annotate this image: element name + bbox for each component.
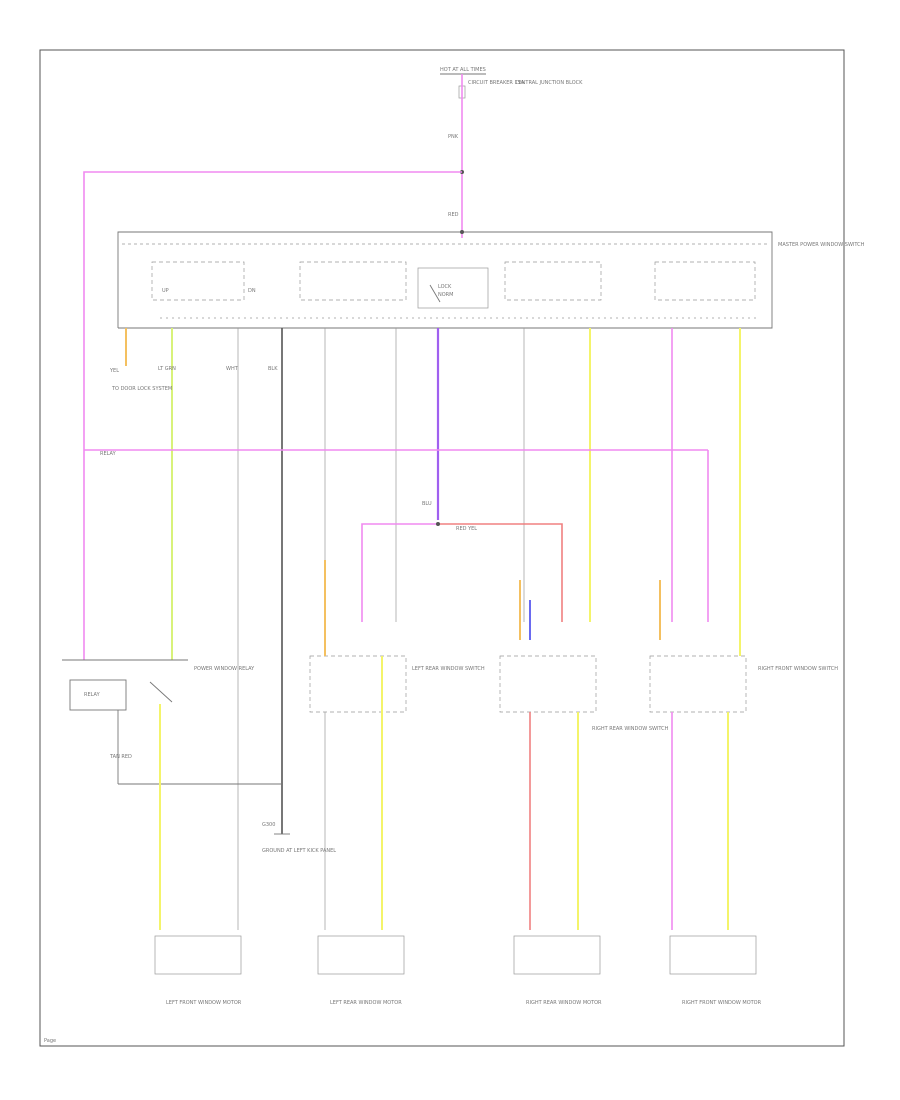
svg-text:RED YEL: RED YEL xyxy=(456,526,477,532)
svg-text:LT GRN: LT GRN xyxy=(158,366,176,372)
middle-junction: RED YEL BLU xyxy=(361,501,563,622)
svg-text:PNK: PNK xyxy=(448,134,459,140)
svg-text:LEFT FRONT WINDOW MOTOR: LEFT FRONT WINDOW MOTOR xyxy=(166,1000,242,1006)
svg-text:YEL: YEL xyxy=(109,368,119,374)
svg-text:CIRCUIT BREAKER 15A: CIRCUIT BREAKER 15A xyxy=(468,80,525,86)
svg-text:G300: G300 xyxy=(262,822,275,828)
svg-text:RED: RED xyxy=(448,212,459,218)
svg-text:POWER WINDOW RELAY: POWER WINDOW RELAY xyxy=(194,666,255,672)
left-rear-window-switch: LEFT REAR WINDOW SWITCH xyxy=(309,560,485,930)
right-front-window-switch: RIGHT FRONT WINDOW SWITCH xyxy=(649,580,838,930)
pink-feed-left xyxy=(83,171,462,660)
svg-text:RIGHT REAR WINDOW MOTOR: RIGHT REAR WINDOW MOTOR xyxy=(526,1000,602,1006)
svg-text:RELAY: RELAY xyxy=(84,692,101,698)
svg-text:UP: UP xyxy=(162,288,169,294)
svg-text:HOT AT ALL TIMES: HOT AT ALL TIMES xyxy=(440,67,486,73)
svg-text:WHT: WHT xyxy=(226,366,239,372)
svg-text:CENTRAL JUNCTION BLOCK: CENTRAL JUNCTION BLOCK xyxy=(515,80,583,86)
svg-text:NORM: NORM xyxy=(438,292,453,298)
corner-label: Page xyxy=(44,1038,56,1044)
svg-text:LOCK: LOCK xyxy=(438,284,452,290)
svg-text:MASTER POWER WINDOW SWITCH: MASTER POWER WINDOW SWITCH xyxy=(778,242,865,248)
svg-text:RIGHT FRONT WINDOW SWITCH: RIGHT FRONT WINDOW SWITCH xyxy=(758,666,838,672)
power-window-relay: RELAY POWER WINDOW RELAY TAN RED xyxy=(62,659,282,930)
svg-text:RIGHT FRONT WINDOW MOTOR: RIGHT FRONT WINDOW MOTOR xyxy=(682,1000,762,1006)
svg-text:GROUND AT LEFT KICK PANEL: GROUND AT LEFT KICK PANEL xyxy=(262,848,336,854)
motor-right-rear: RIGHT REAR WINDOW MOTOR xyxy=(513,935,602,1006)
svg-text:RELAY: RELAY xyxy=(100,451,117,457)
svg-text:LEFT REAR WINDOW MOTOR: LEFT REAR WINDOW MOTOR xyxy=(330,1000,402,1006)
ground: G300 GROUND AT LEFT KICK PANEL xyxy=(262,820,336,854)
svg-text:BLU: BLU xyxy=(422,501,432,507)
power-feed: HOT AT ALL TIMES CIRCUIT BREAKER 15A CEN… xyxy=(440,67,583,238)
motor-left-rear: LEFT REAR WINDOW MOTOR xyxy=(317,935,405,1006)
master-switch: MASTER POWER WINDOW SWITCH LOCK NORM UP … xyxy=(117,230,865,329)
diagram-frame xyxy=(39,49,845,1047)
svg-text:TAN RED: TAN RED xyxy=(109,754,132,760)
svg-text:BLK: BLK xyxy=(268,366,278,372)
svg-text:LEFT REAR WINDOW SWITCH: LEFT REAR WINDOW SWITCH xyxy=(412,666,485,672)
svg-text:TO DOOR LOCK SYSTEM: TO DOOR LOCK SYSTEM xyxy=(111,386,172,392)
motor-left-front: LEFT FRONT WINDOW MOTOR xyxy=(154,935,242,1006)
switch-drops: LT GRN WHT BLK YEL TO DOOR LOCK SYSTEM xyxy=(109,328,741,930)
svg-text:DN: DN xyxy=(248,288,256,294)
motor-right-front: RIGHT FRONT WINDOW MOTOR xyxy=(669,935,762,1006)
svg-text:RIGHT REAR WINDOW SWITCH: RIGHT REAR WINDOW SWITCH xyxy=(592,726,669,732)
right-rear-window-switch: RIGHT REAR WINDOW SWITCH xyxy=(499,580,669,930)
